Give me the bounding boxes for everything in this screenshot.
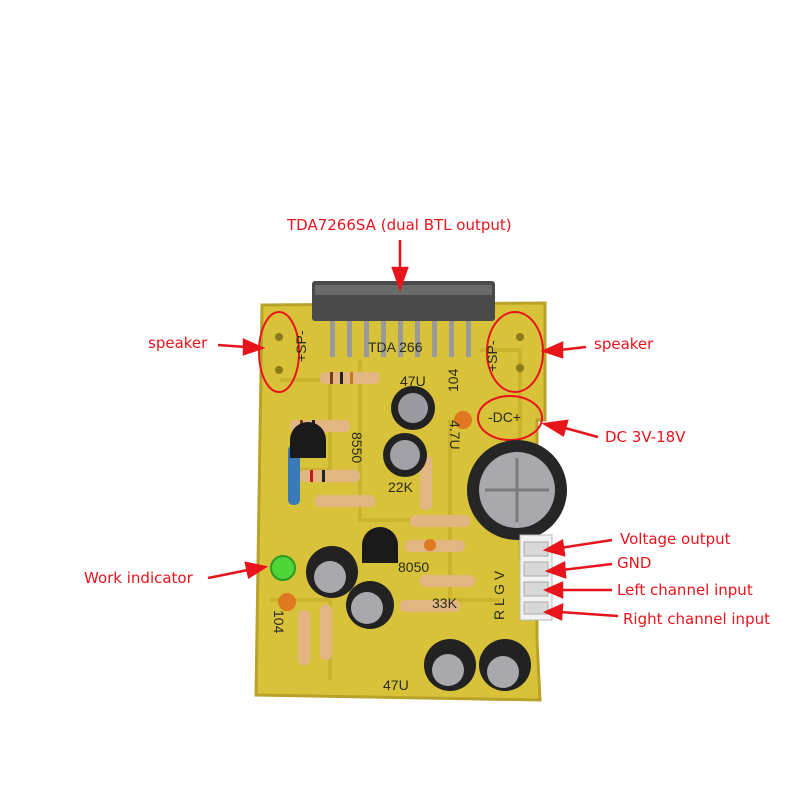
ceramic-cap-104-left [278, 593, 296, 611]
label-work-indicator: Work indicator [84, 569, 193, 587]
silk-connector: R L G V [491, 570, 507, 620]
label-chip: TDA7266SA (dual BTL output) [287, 216, 512, 234]
dc-circle [477, 395, 543, 441]
label-speaker-left: speaker [148, 334, 208, 352]
silk-22k: 22K [388, 479, 414, 495]
silk-8050: 8050 [398, 559, 429, 575]
label-voltage-output: Voltage output [620, 530, 731, 548]
silk-33k: 33K [432, 595, 458, 611]
silk-4-7u: 4.7U [447, 420, 463, 450]
label-dc: DC 3V-18V [605, 428, 686, 446]
ceramic-cap-104-top [454, 411, 472, 429]
silk-104-top: 104 [445, 368, 461, 392]
silk-8550: 8550 [349, 432, 365, 463]
transistor-8050 [362, 527, 398, 563]
speaker-left-circle [258, 311, 300, 393]
silk-dc: -DC+ [488, 409, 521, 425]
silk-sp-right: +SP- [484, 340, 500, 372]
capacitors [306, 386, 567, 691]
silk-chip: TDA 266 [368, 339, 423, 355]
label-gnd: GND [617, 554, 652, 572]
chip-pins [330, 321, 471, 357]
silk-104-left: 104 [271, 610, 287, 634]
silk-47u-bottom: 47U [383, 677, 409, 693]
transistor-8550 [290, 422, 326, 458]
resistors [288, 372, 475, 665]
work-indicator-led [270, 555, 296, 581]
label-speaker-right: speaker [594, 335, 654, 353]
callout-arrows [207, 240, 619, 621]
label-right-input: Right channel input [623, 610, 770, 628]
silk-47u-top: 47U [400, 373, 426, 389]
silk-sp-left: +SP- [293, 330, 309, 362]
label-left-input: Left channel input [617, 581, 753, 599]
speaker-right-circle [486, 311, 544, 393]
